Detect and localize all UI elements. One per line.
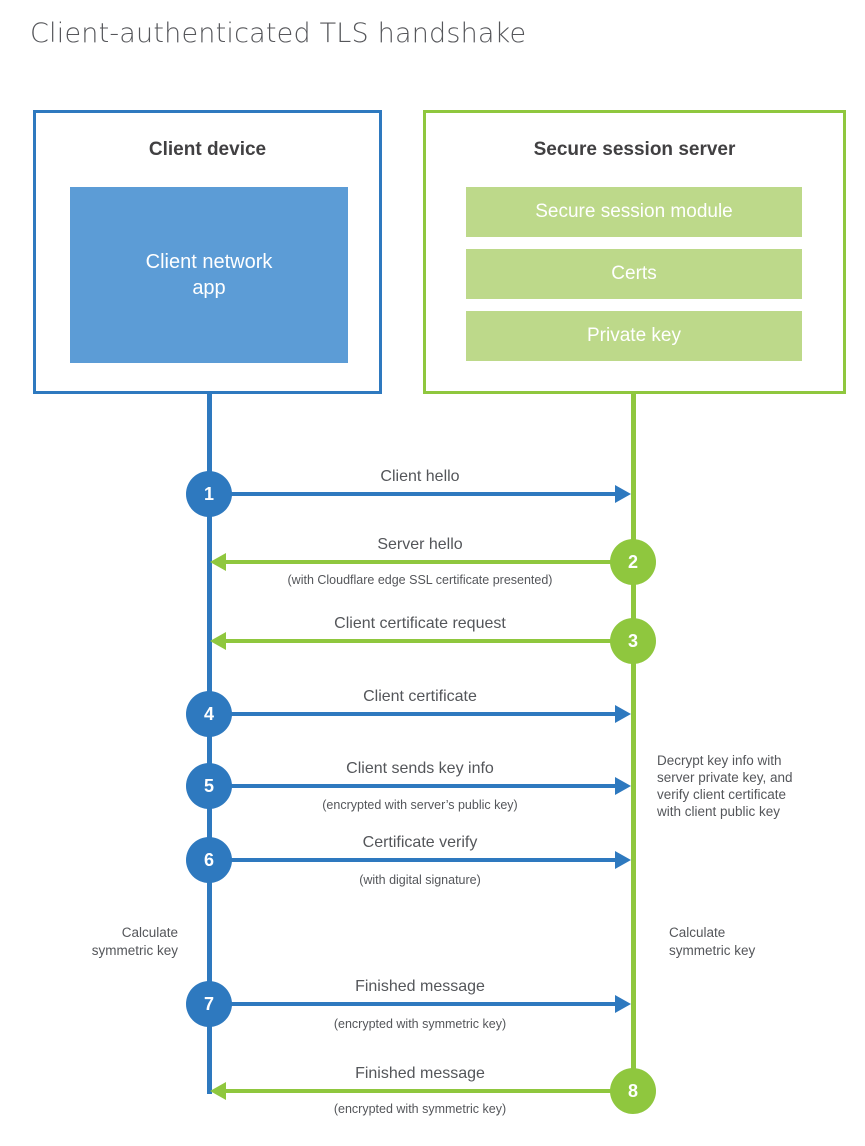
client-device-title: Client device bbox=[148, 139, 267, 160]
client-device-box: Client device Client network app bbox=[33, 110, 382, 394]
step-1-label: Client hello bbox=[380, 468, 460, 485]
step-2-arrow-shaft bbox=[226, 560, 633, 564]
step-2-number-badge: 2 bbox=[610, 539, 656, 585]
step-7-arrow-shaft bbox=[209, 1002, 615, 1006]
client-app-line2: app bbox=[192, 277, 226, 299]
decrypt-note-line4: with client public key bbox=[657, 804, 781, 819]
step-4-number-badge: 4 bbox=[186, 691, 232, 737]
step-6-number-badge: 6 bbox=[186, 837, 232, 883]
step-7-number-badge: 7 bbox=[186, 981, 232, 1027]
step-8-number-badge: 8 bbox=[610, 1068, 656, 1114]
step-6-arrow-shaft bbox=[209, 858, 615, 862]
calc-right-line2: symmetric key bbox=[669, 943, 756, 958]
step-8-arrowhead-icon bbox=[210, 1082, 226, 1100]
step-8-arrow-shaft bbox=[226, 1089, 633, 1093]
step-7-label: Finished message bbox=[355, 978, 485, 995]
calc-left-line1: Calculate bbox=[121, 925, 178, 940]
step-1-number-badge: 1 bbox=[186, 471, 232, 517]
step-2-sublabel: (with Cloudflare edge SSL certificate pr… bbox=[287, 573, 553, 587]
module-secure-session: Secure session module bbox=[466, 187, 802, 237]
module-private-key: Private key bbox=[466, 311, 802, 361]
step-4-label: Client certificate bbox=[363, 688, 477, 705]
step-5-arrow-shaft bbox=[209, 784, 615, 788]
step-4-arrowhead-icon bbox=[615, 705, 631, 723]
step-2-label: Server hello bbox=[377, 536, 463, 553]
decrypt-note-line2: server private key, and bbox=[657, 770, 793, 785]
calc-symmetric-key-note-right: Calculate symmetric key bbox=[669, 924, 799, 960]
step-3-arrowhead-icon bbox=[210, 632, 226, 650]
calc-symmetric-key-note-left: Calculate symmetric key bbox=[58, 924, 178, 960]
decrypt-note-line1: Decrypt key info with bbox=[657, 753, 782, 768]
step-1-arrowhead-icon bbox=[615, 485, 631, 503]
decrypt-note: Decrypt key info with server private key… bbox=[657, 752, 842, 820]
step-6-arrowhead-icon bbox=[615, 851, 631, 869]
step-4-arrow-shaft bbox=[209, 712, 615, 716]
module-certs: Certs bbox=[466, 249, 802, 299]
step-8-sublabel: (encrypted with symmetric key) bbox=[333, 1102, 507, 1116]
decrypt-note-line3: verify client certificate bbox=[657, 787, 787, 802]
page-title: Client-authenticated TLS handshake bbox=[30, 18, 527, 49]
step-5-arrowhead-icon bbox=[615, 777, 631, 795]
step-2-arrowhead-icon bbox=[210, 553, 226, 571]
step-5-number-badge: 5 bbox=[186, 763, 232, 809]
client-app-line1: Client network bbox=[145, 251, 273, 273]
step-3-number-badge: 3 bbox=[610, 618, 656, 664]
step-5-sublabel: (encrypted with server’s public key) bbox=[322, 798, 518, 812]
step-7-sublabel: (encrypted with symmetric key) bbox=[333, 1017, 507, 1031]
client-lifeline bbox=[207, 394, 212, 1094]
step-5-label: Client sends key info bbox=[346, 760, 494, 777]
step-3-label: Client certificate request bbox=[334, 615, 506, 632]
step-6-label: Certificate verify bbox=[362, 834, 478, 851]
step-1-arrow-shaft bbox=[209, 492, 615, 496]
secure-session-server-box: Secure session server Secure session mod… bbox=[423, 110, 846, 394]
step-6-sublabel: (with digital signature) bbox=[359, 873, 481, 887]
calc-right-line1: Calculate bbox=[669, 925, 726, 940]
server-title: Secure session server bbox=[533, 139, 736, 160]
step-8-label: Finished message bbox=[355, 1065, 485, 1082]
calc-left-line2: symmetric key bbox=[91, 943, 178, 958]
step-7-arrowhead-icon bbox=[615, 995, 631, 1013]
client-network-app-box: Client network app bbox=[70, 187, 348, 363]
server-module-stack: Secure session module Certs Private key bbox=[466, 187, 802, 373]
step-3-arrow-shaft bbox=[226, 639, 633, 643]
server-lifeline bbox=[631, 394, 636, 1091]
